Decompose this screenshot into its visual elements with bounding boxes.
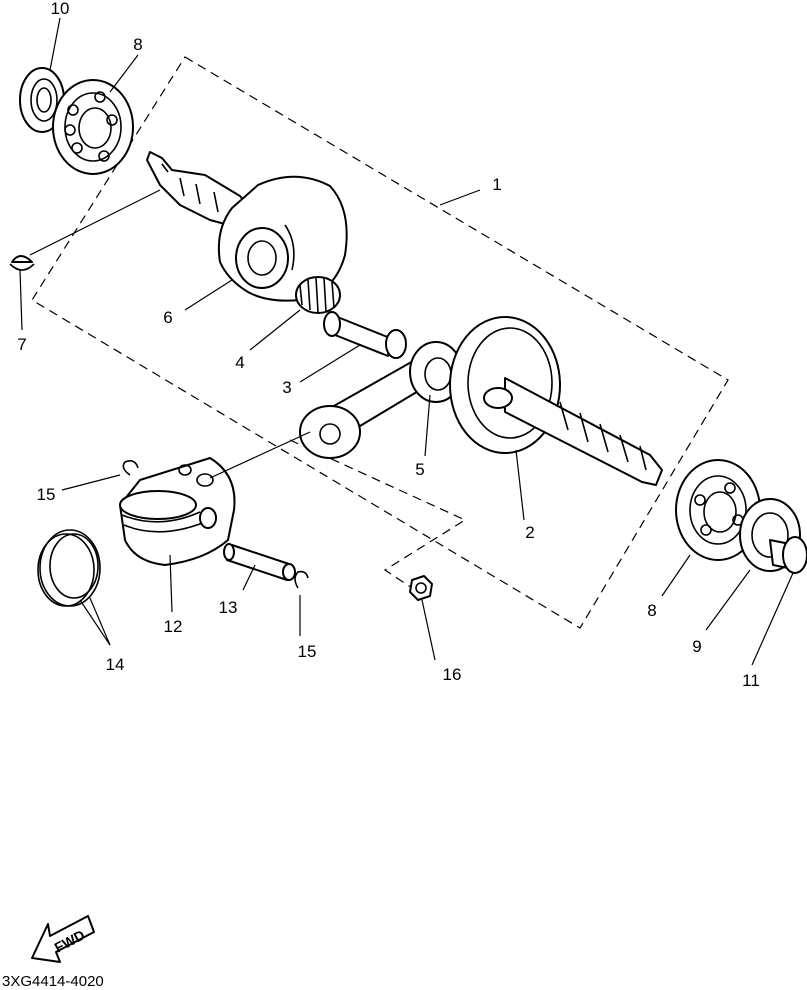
callout-1: 1 xyxy=(492,175,501,194)
collar-part xyxy=(769,536,807,574)
leader-lines xyxy=(19,17,794,666)
circlip-right-part xyxy=(294,570,309,589)
crank-pin-part xyxy=(323,311,407,359)
callout-14: 14 xyxy=(106,655,125,674)
callout-8-right: 8 xyxy=(647,601,656,620)
nut-bracket-line xyxy=(289,439,467,591)
crank-half-left-part xyxy=(146,151,348,302)
diagram-code: 3XG4414-4020 xyxy=(2,973,104,990)
crankshaft-assembly-boundary xyxy=(31,56,729,629)
circlip-left-part xyxy=(122,460,139,476)
nut-part xyxy=(409,575,433,601)
callout-12: 12 xyxy=(164,617,183,636)
woodruff-key-part xyxy=(9,255,35,271)
piston-pin-part xyxy=(223,543,296,581)
callout-13: 13 xyxy=(219,598,238,617)
callout-2: 2 xyxy=(525,523,534,542)
crank-half-right-part xyxy=(449,316,663,486)
needle-bearing-part xyxy=(295,276,341,314)
callout-15-left: 15 xyxy=(37,485,56,504)
callout-6: 6 xyxy=(163,308,172,327)
bearing-left-part xyxy=(52,79,134,175)
piston-rings-part xyxy=(37,529,101,607)
callout-16: 16 xyxy=(443,665,462,684)
callout-7: 7 xyxy=(17,335,26,354)
callout-15-right: 15 xyxy=(298,642,317,661)
callout-5: 5 xyxy=(415,460,424,479)
callout-11: 11 xyxy=(742,671,760,690)
callout-3: 3 xyxy=(282,378,291,397)
callout-4: 4 xyxy=(235,353,244,372)
fwd-arrow-icon: FWD xyxy=(31,915,95,963)
callout-9: 9 xyxy=(692,637,701,656)
connecting-rod-part xyxy=(299,341,463,459)
callout-10: 10 xyxy=(51,0,70,18)
piston-part xyxy=(119,457,236,566)
callout-8-left: 8 xyxy=(133,35,142,54)
